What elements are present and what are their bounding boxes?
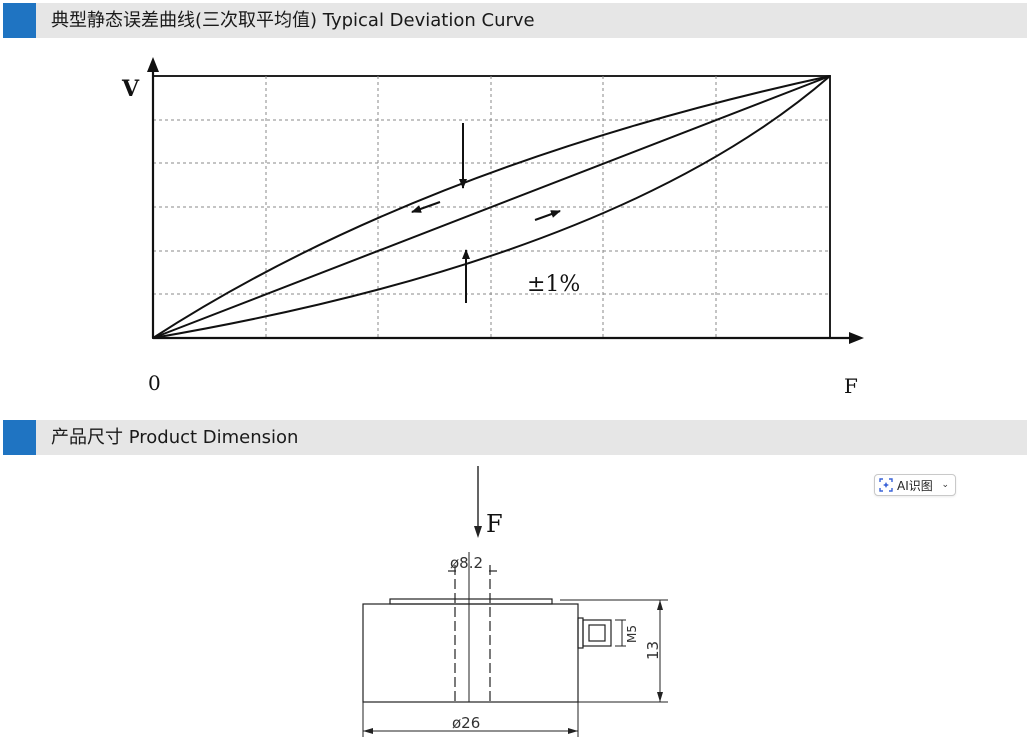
upper-curve xyxy=(152,75,831,339)
connector-base xyxy=(577,617,584,649)
force-label: F xyxy=(486,510,503,538)
y-axis-label: V xyxy=(121,76,140,102)
top-boss xyxy=(389,598,553,605)
thread-label: M5 xyxy=(625,625,639,643)
direction-arrows xyxy=(411,123,561,303)
dimension-drawing xyxy=(362,466,668,737)
origin-label: 0 xyxy=(148,371,161,395)
section-title: 产品尺寸 Product Dimension xyxy=(51,427,299,448)
ai-image-recognition-button[interactable]: AI识图 ⌄ xyxy=(874,474,956,496)
x-axis-label: F xyxy=(844,374,858,398)
unloading-direction-arrow xyxy=(411,201,441,213)
lower-curve xyxy=(152,75,831,339)
load-cell-body xyxy=(362,603,579,703)
deviation-curves xyxy=(152,75,831,339)
inner-diameter-label: ø8.2 xyxy=(450,554,483,572)
outer-diameter-label: ø26 xyxy=(452,714,480,732)
mean-line xyxy=(152,75,831,339)
section-title: 典型静态误差曲线(三次取平均值) Typical Deviation Curve xyxy=(51,10,535,31)
height-label: 13 xyxy=(644,641,662,660)
tolerance-label: ±1% xyxy=(527,272,580,297)
section-accent-block xyxy=(3,420,36,455)
force-arrowhead xyxy=(474,526,482,538)
connector-housing xyxy=(582,619,612,647)
section-header-deviation-curve: 典型静态误差曲线(三次取平均值) Typical Deviation Curve xyxy=(3,3,1027,38)
connector-inner xyxy=(588,624,606,642)
loading-direction-arrow xyxy=(534,210,561,221)
ai-chip-label: AI识图 xyxy=(897,478,933,493)
ai-scan-icon xyxy=(879,478,893,492)
chevron-down-icon: ⌄ xyxy=(941,480,949,490)
axes xyxy=(151,62,860,340)
section-accent-block xyxy=(3,3,36,38)
x-axis-arrowhead xyxy=(849,332,864,344)
y-axis-arrowhead xyxy=(147,57,159,72)
section-header-product-dimension: 产品尺寸 Product Dimension xyxy=(3,420,1027,455)
